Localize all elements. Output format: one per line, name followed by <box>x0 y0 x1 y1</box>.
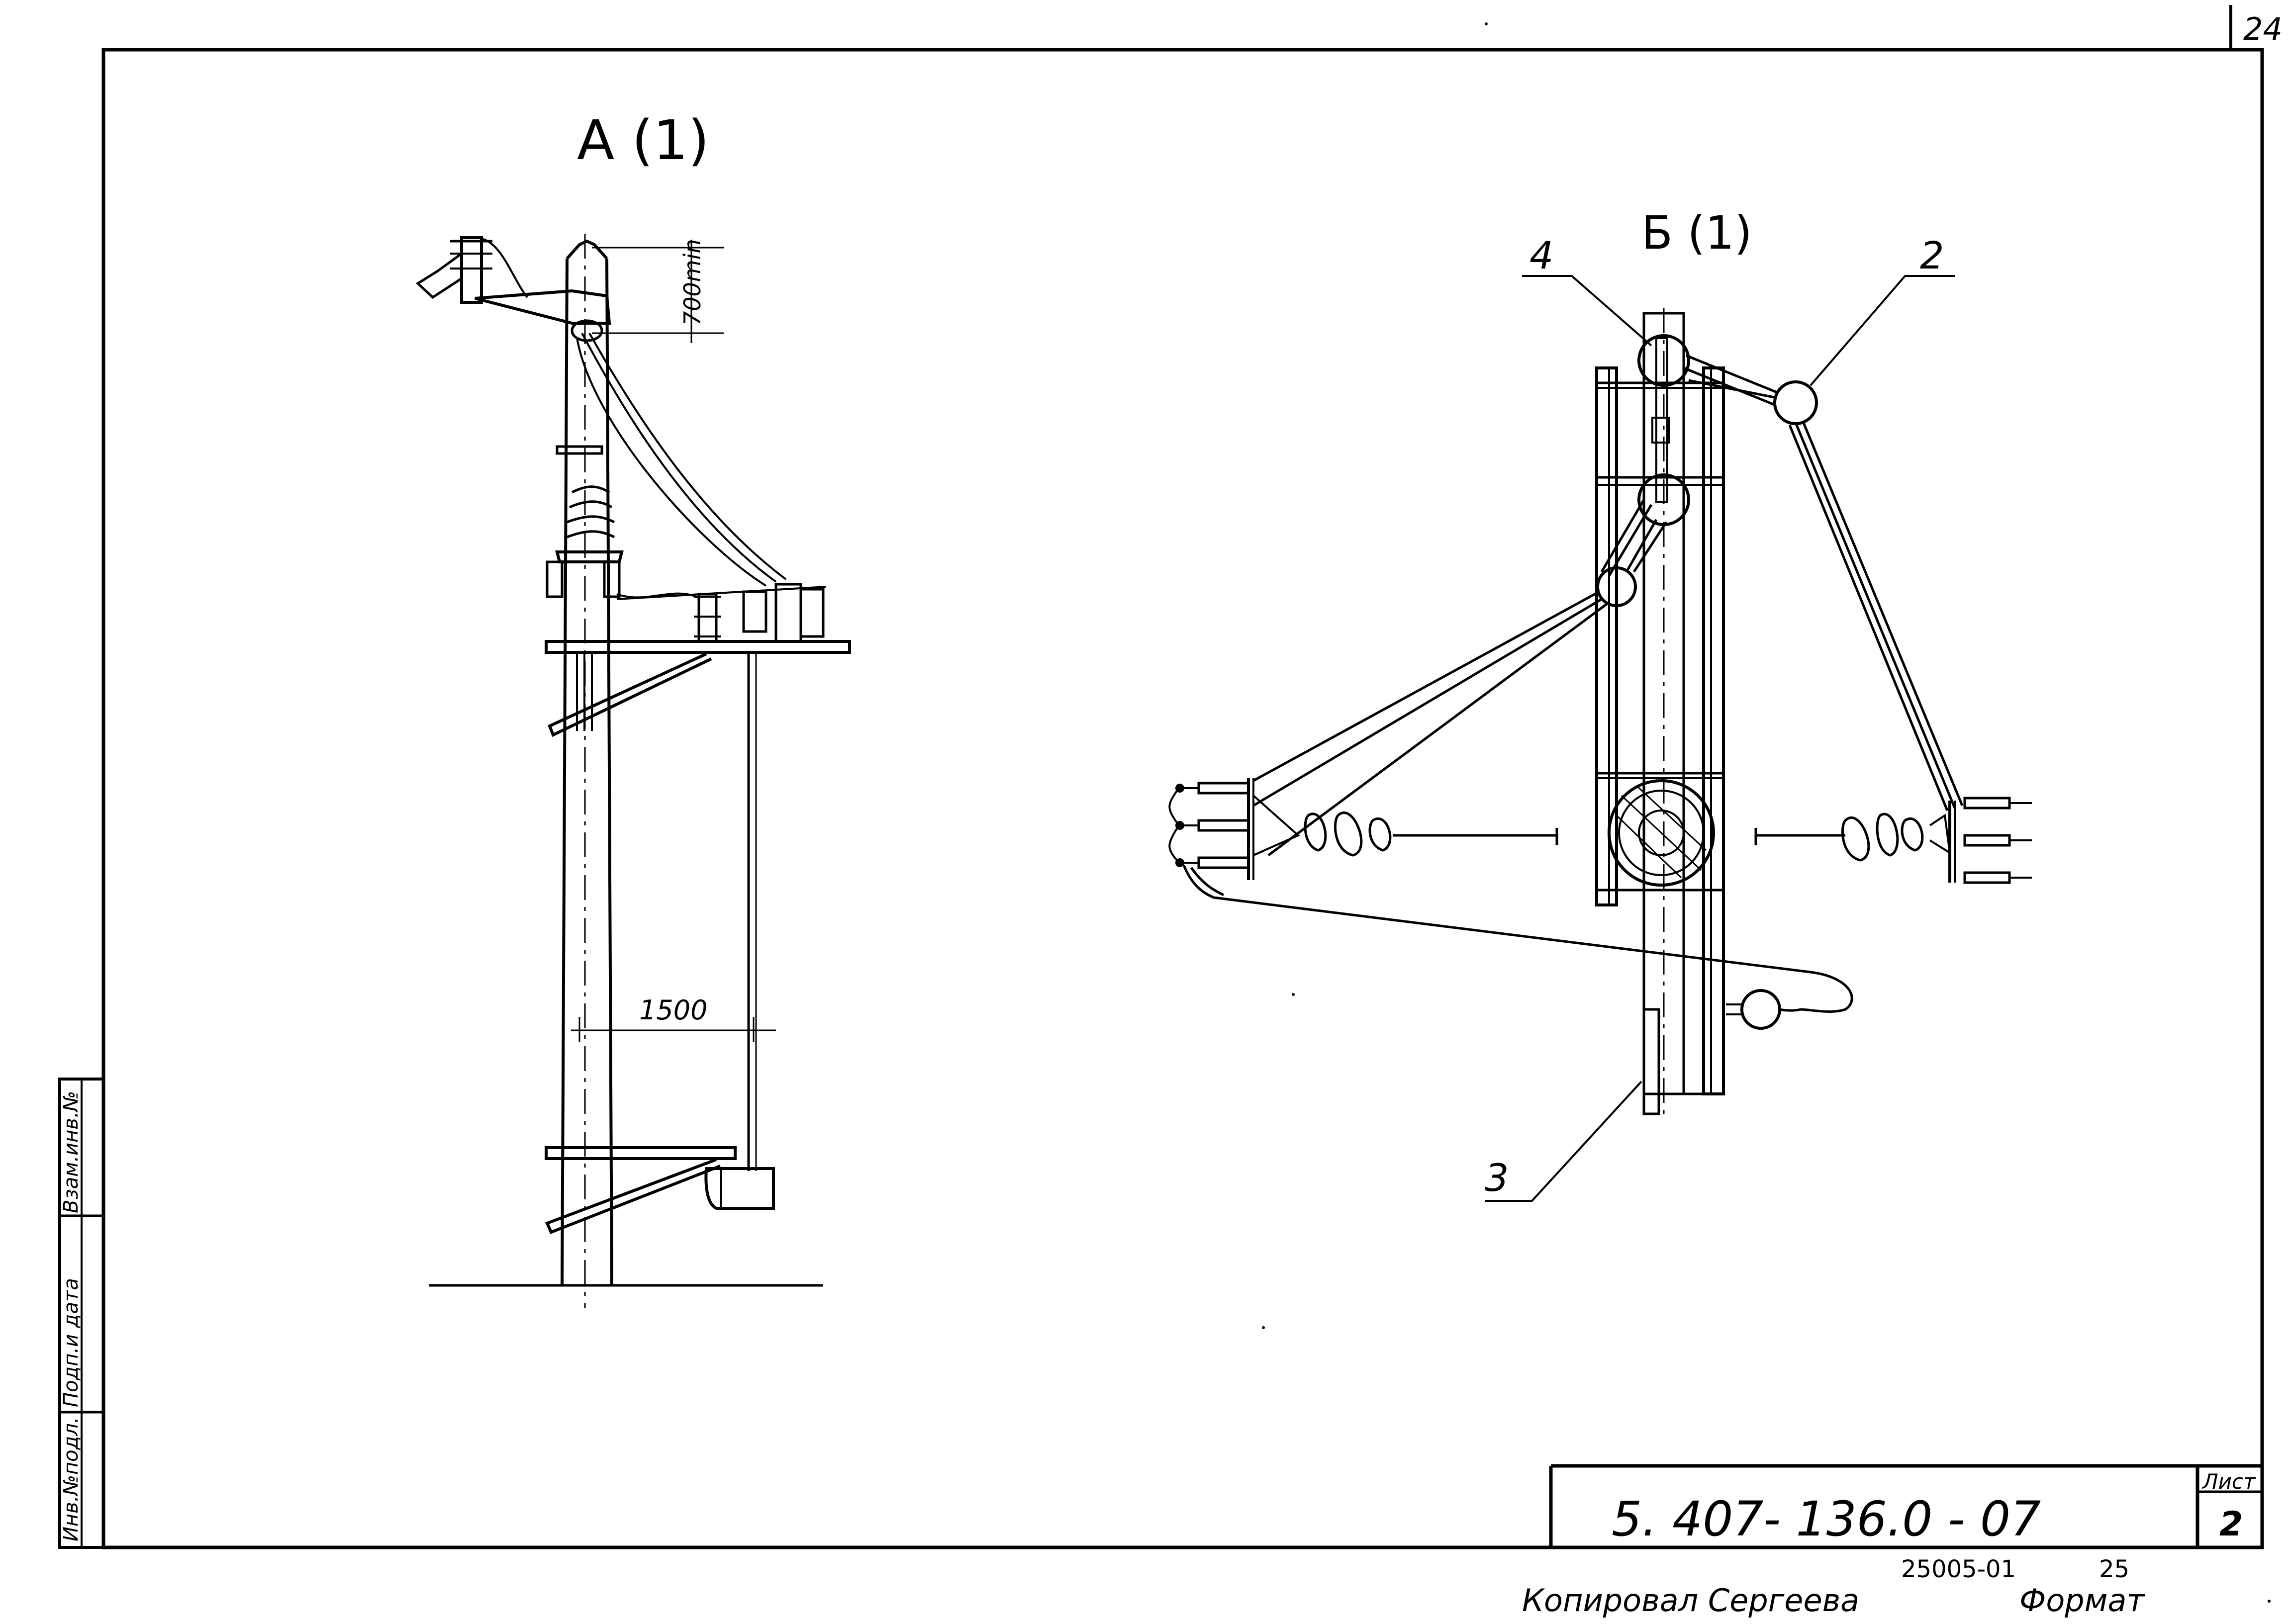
view-a-insulator-stack <box>546 485 624 598</box>
order-number: 25005-01 <box>1901 1555 2016 1583</box>
view-b-lever <box>1182 865 1853 1015</box>
drawing-frame <box>101 5 2264 1549</box>
callout-4: 4 <box>1529 233 1553 277</box>
format-label: Формат <box>2019 1582 2145 1619</box>
view-b-title: Б (1) <box>1641 206 1752 260</box>
view-b-frame <box>1595 308 1725 1115</box>
view-a-platform <box>545 583 851 737</box>
side-stamp-signature-date: Подп.и дата <box>60 1278 83 1407</box>
view-a-title: А (1) <box>577 108 709 172</box>
order-suffix: 25 <box>2099 1555 2129 1583</box>
view-a-dimension-top <box>592 240 724 343</box>
view-b-joints <box>1596 334 1818 1030</box>
view-b-right-switch <box>1754 797 2032 884</box>
view-a-pole <box>429 234 823 1308</box>
dimension-1500: 1500 <box>639 994 707 1026</box>
view-a-downleads <box>576 333 787 587</box>
view-a-drop-rod <box>571 652 776 1171</box>
view-b-rods <box>1252 354 1964 857</box>
callout-2: 2 <box>1920 233 1944 277</box>
scan-specks <box>1262 22 2271 1603</box>
view-b-left-switch <box>1168 778 1558 880</box>
sheet-label: Лист <box>2201 1469 2256 1494</box>
callout-3: 3 <box>1485 1156 1509 1200</box>
view-a-lower-crossarm <box>545 1146 775 1234</box>
side-stamp <box>58 1078 105 1549</box>
sheet-corner-number: 24 <box>2243 11 2283 47</box>
copied-by: Копировал Сергеева <box>1522 1582 1859 1619</box>
dimension-700min: 700min <box>679 239 706 326</box>
document-code: 5. 407- 136.0 - 07 <box>1612 1491 2041 1547</box>
view-b-leaders <box>1485 275 1955 1202</box>
title-block <box>1549 1464 2262 1547</box>
sheet-number: 2 <box>2219 1505 2243 1544</box>
view-a-top-crossarm <box>415 236 611 342</box>
view-b-pipe-section <box>1608 779 1715 887</box>
side-stamp-inv-number: Инв.№подл. <box>60 1417 83 1541</box>
side-stamp-replacement-inv: Взам.инв.№ <box>60 1091 83 1213</box>
